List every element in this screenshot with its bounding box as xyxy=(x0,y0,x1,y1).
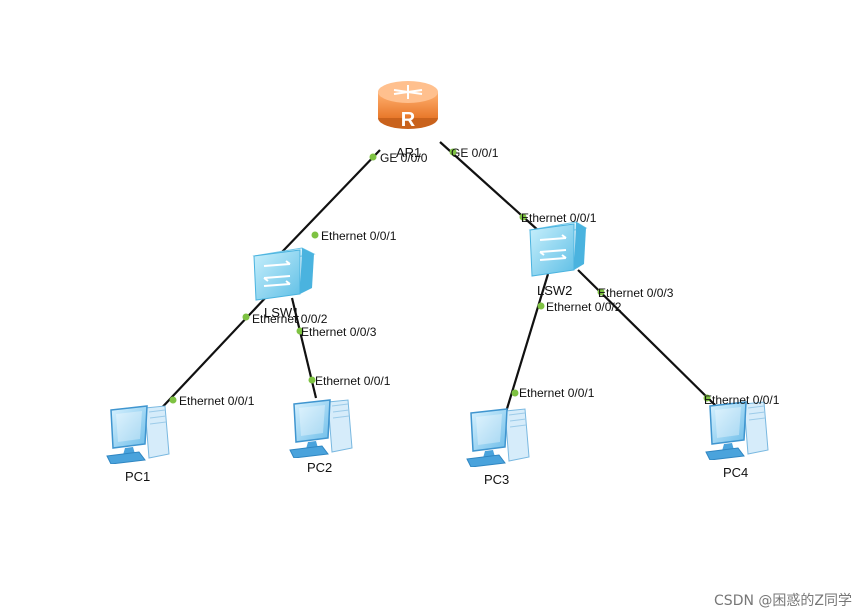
pc-pc2[interactable]: PC2 xyxy=(289,399,353,475)
port-label-ar1-ge000: GE 0/0/0 xyxy=(380,151,428,165)
switch-lsw1[interactable]: LSW1 xyxy=(252,247,316,320)
node-label-lsw1: LSW1 xyxy=(264,305,299,320)
port-dot xyxy=(369,153,377,161)
port-dots xyxy=(169,148,711,404)
watermark: CSDN @困惑的Z同学 xyxy=(714,593,852,609)
port-label-lsw1-eth001: Ethernet 0/0/1 xyxy=(321,229,397,243)
port-label-lsw2-eth001: Ethernet 0/0/1 xyxy=(521,211,597,225)
node-label-pc4: PC4 xyxy=(723,465,748,480)
port-dot xyxy=(311,231,319,239)
links xyxy=(154,141,721,416)
port-dot xyxy=(242,313,250,321)
port-dot xyxy=(511,389,519,397)
node-label-lsw2: LSW2 xyxy=(537,283,572,298)
link-ar1-lsw1[interactable] xyxy=(281,149,381,253)
port-label-pc2-eth001: Ethernet 0/0/1 xyxy=(315,374,391,388)
node-label-pc1: PC1 xyxy=(125,469,150,484)
port-label-pc4-eth001: Ethernet 0/0/1 xyxy=(704,393,780,407)
port-label-lsw1-eth002: Ethernet 0/0/2 xyxy=(252,312,328,326)
link-lsw1-pc1[interactable] xyxy=(154,294,269,416)
port-dot xyxy=(519,213,527,221)
port-labels: GE 0/0/0 Ethernet 0/0/1 GE 0/0/1 Etherne… xyxy=(179,146,780,408)
port-dot xyxy=(449,148,457,156)
port-label-lsw1-eth003: Ethernet 0/0/3 xyxy=(301,325,377,339)
pc-icon xyxy=(289,399,353,458)
link-lsw2-pc3[interactable] xyxy=(504,273,550,413)
port-label-ar1-ge001: GE 0/0/1 xyxy=(451,146,499,160)
node-label-pc2: PC2 xyxy=(307,460,332,475)
port-label-lsw2-eth003: Ethernet 0/0/3 xyxy=(598,286,674,300)
svg-text:R: R xyxy=(401,109,416,131)
pc-icon xyxy=(466,408,530,467)
port-label-pc1-eth001: Ethernet 0/0/1 xyxy=(179,394,255,408)
pc-icon xyxy=(705,401,769,460)
port-dot xyxy=(537,302,545,310)
pc-pc4[interactable]: PC4 xyxy=(705,401,769,480)
router-ar1[interactable]: R AR1 xyxy=(378,81,438,160)
pc-pc1[interactable]: PC1 xyxy=(106,405,170,484)
port-dot xyxy=(703,394,711,402)
switch-icon xyxy=(528,221,588,277)
port-label-pc3-eth001: Ethernet 0/0/1 xyxy=(519,386,595,400)
pc-pc3[interactable]: PC3 xyxy=(466,408,530,487)
port-dot xyxy=(296,327,304,335)
node-label-ar1: AR1 xyxy=(396,145,421,160)
pc-icon xyxy=(106,405,170,464)
switch-lsw2[interactable]: LSW2 xyxy=(528,221,588,298)
port-label-lsw2-eth002: Ethernet 0/0/2 xyxy=(546,300,622,314)
port-dot xyxy=(169,396,177,404)
port-dot xyxy=(308,376,316,384)
switch-icon xyxy=(252,247,316,301)
router-icon: R xyxy=(378,81,438,131)
node-label-pc3: PC3 xyxy=(484,472,509,487)
port-dot xyxy=(597,288,605,296)
